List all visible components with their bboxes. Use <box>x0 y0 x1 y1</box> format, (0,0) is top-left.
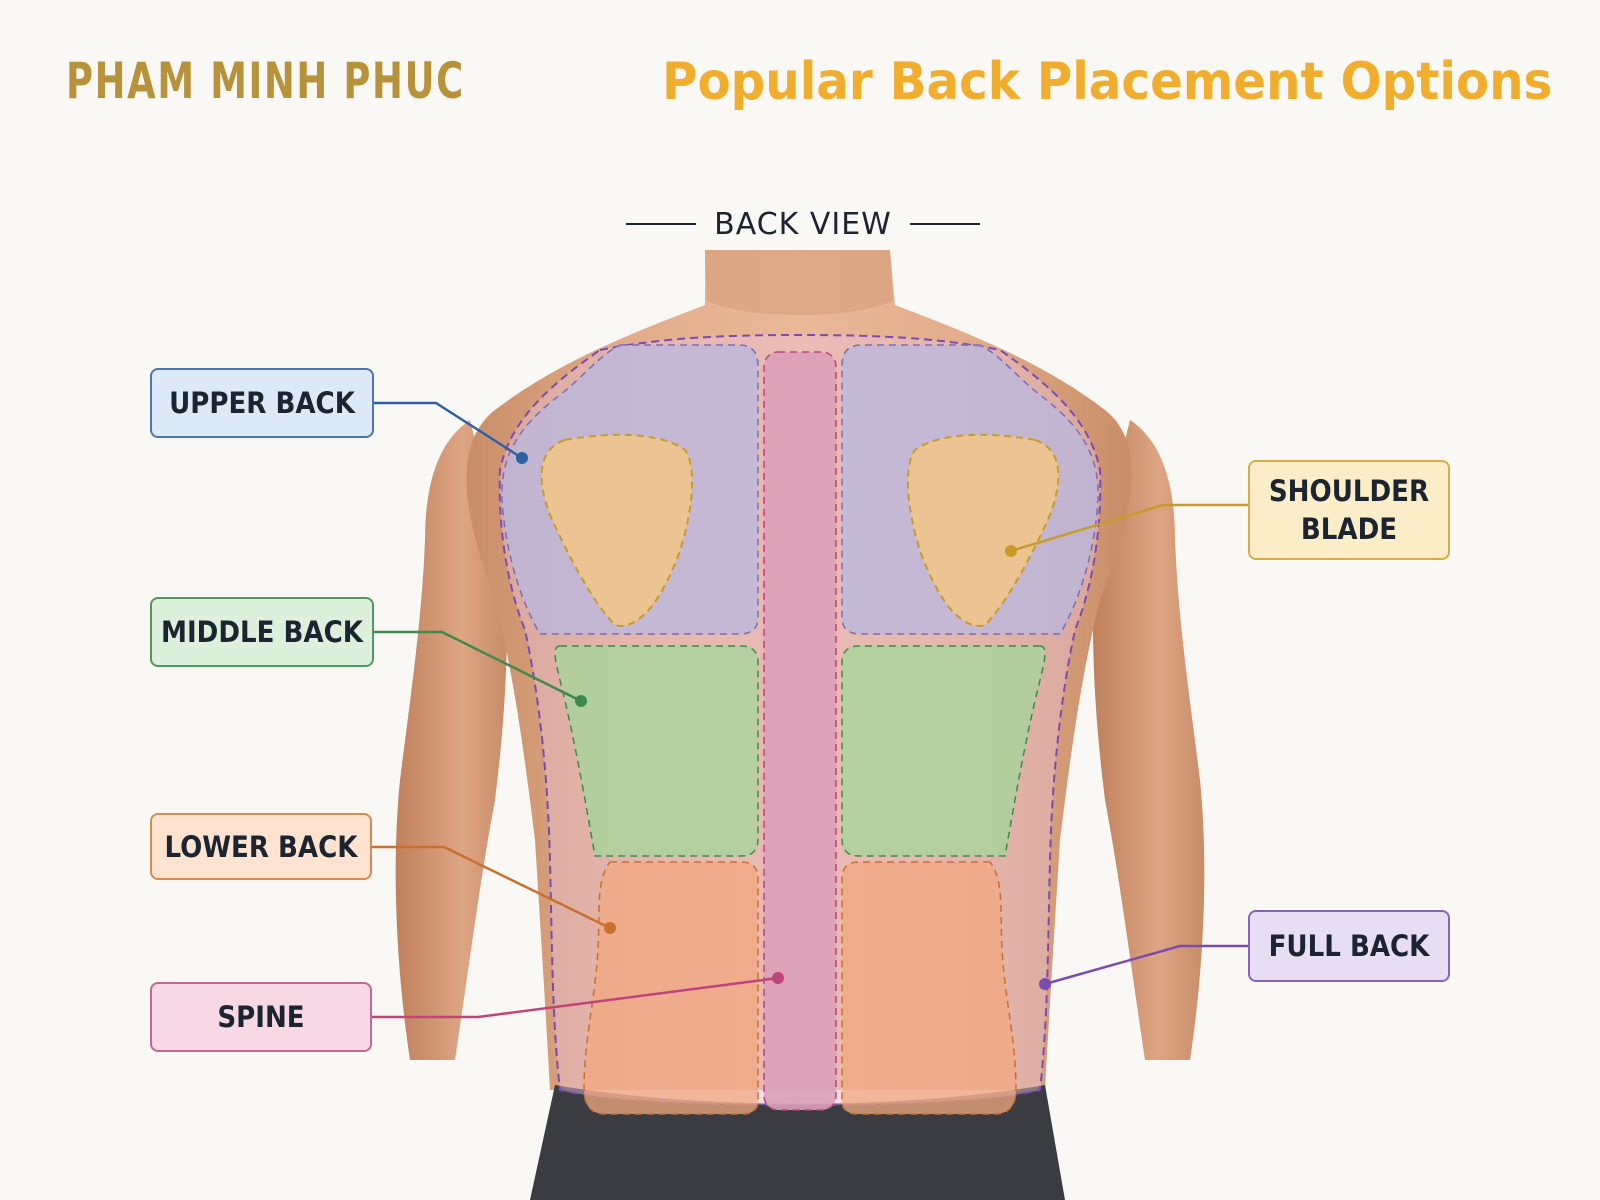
middle-back-left-region <box>554 645 759 857</box>
view-label-line-left <box>626 223 697 225</box>
full-back-leader <box>1044 944 1248 986</box>
shoulder-blade-left-region <box>540 433 694 627</box>
middle-back-right-region <box>841 645 1046 857</box>
view-label-text: BACK VIEW <box>714 206 892 242</box>
middle-back-callout: MIDDLE BACK <box>150 597 374 667</box>
middle-back-leader <box>374 630 582 703</box>
brand-logo: PHAM MINH PHUC <box>66 52 465 110</box>
lower-back-callout: LOWER BACK <box>150 813 372 880</box>
upper-back-marker <box>516 452 528 464</box>
spine-leader <box>372 976 779 1019</box>
shoulder-blade-right-region <box>906 433 1060 627</box>
shoulder-blade-marker <box>1005 545 1017 557</box>
view-label-line-right <box>909 223 980 225</box>
lower-back-right-region <box>841 861 1017 1115</box>
spine-marker <box>772 972 784 984</box>
spine-callout: SPINE <box>150 982 372 1052</box>
full-back-callout: FULL BACK <box>1248 910 1450 982</box>
full-back-marker <box>1039 978 1051 990</box>
lower-back-leader <box>372 845 611 930</box>
lower-back-marker <box>604 922 616 934</box>
shoulder-blade-callout: SHOULDER BLADE <box>1248 460 1450 560</box>
neck-shadow <box>705 250 893 315</box>
shoulder-blade-leader <box>1010 503 1248 553</box>
middle-back-marker <box>575 695 587 707</box>
upper-back-leader <box>374 401 523 460</box>
lower-back-left-region <box>583 861 759 1115</box>
page-title: Popular Back Placement Options <box>661 52 1552 112</box>
upper-back-callout: UPPER BACK <box>150 368 374 438</box>
spine-region <box>763 351 837 1111</box>
right-arm <box>1093 420 1205 1060</box>
view-label: BACK VIEW <box>620 200 986 248</box>
leader-lines <box>372 401 1248 1019</box>
left-arm <box>395 420 507 1060</box>
